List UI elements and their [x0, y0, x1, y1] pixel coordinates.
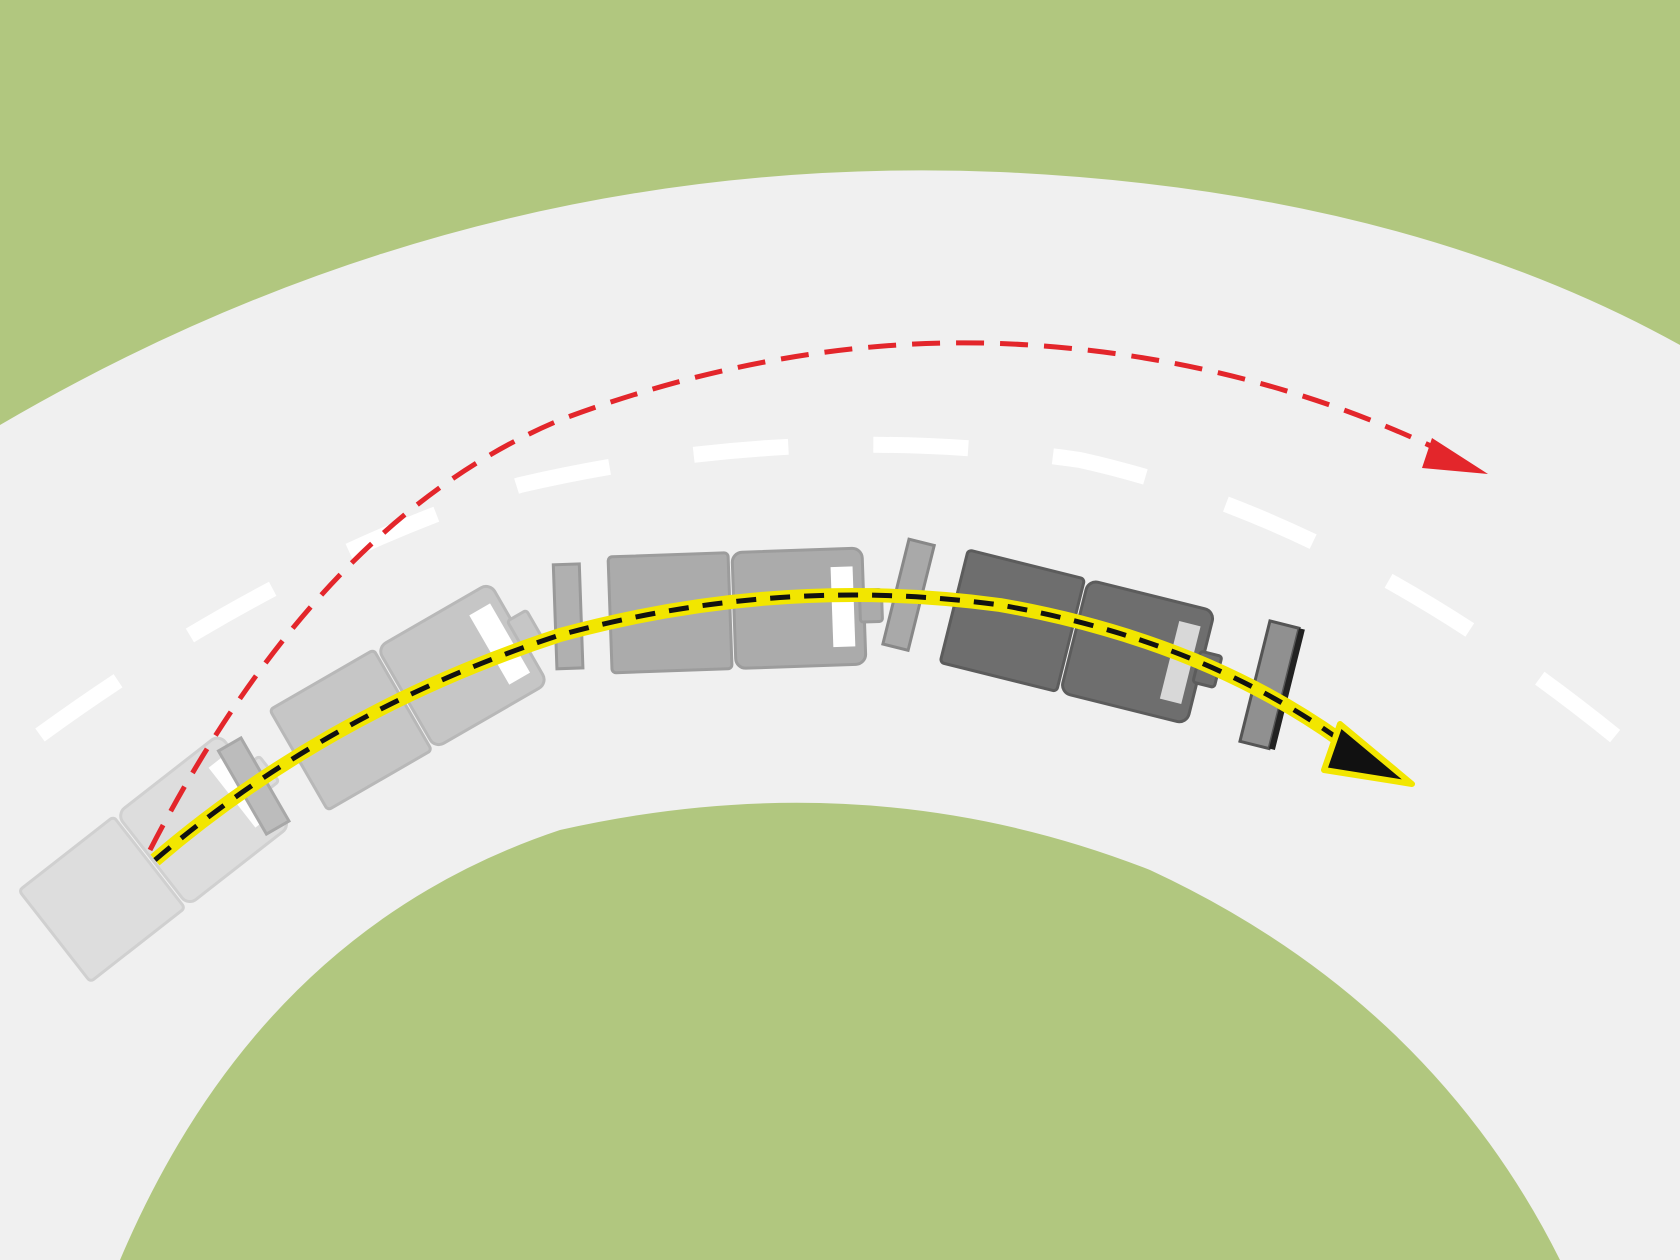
actual-path-dashes — [153, 592, 1342, 862]
intended-path-line — [147, 340, 1462, 852]
snowplow-truck-icon — [551, 545, 886, 675]
arrow-icon — [1321, 721, 1415, 787]
road-surface — [0, 170, 1680, 1260]
arrow-icon — [1422, 438, 1488, 474]
